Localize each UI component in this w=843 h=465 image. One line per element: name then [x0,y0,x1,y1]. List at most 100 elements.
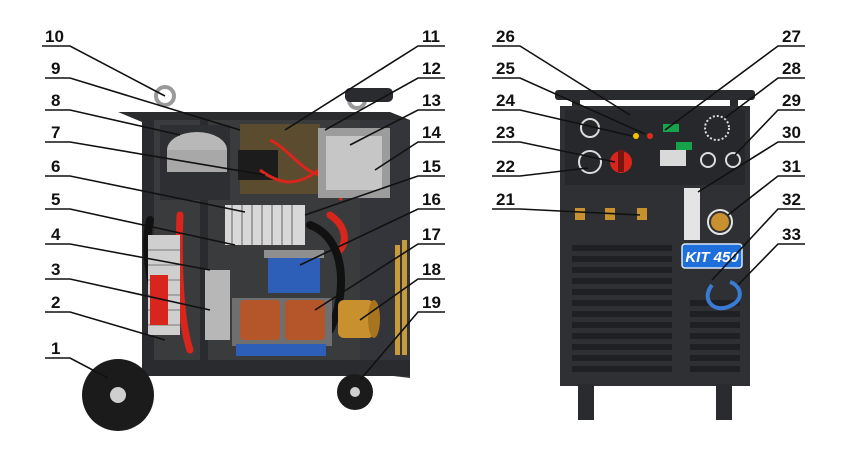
callout-leader-30 [697,141,805,193]
callout-leader-23 [492,141,616,163]
callout-leader-31 [727,175,805,216]
callout-leader-4 [45,243,211,271]
callout-number-2: 2 [51,293,60,312]
callout-number-15: 15 [422,157,441,176]
main-switch-lever [618,150,624,172]
callout-leader-22 [492,167,589,177]
torch-connector-ring [707,209,733,235]
knob-29-right [725,152,741,168]
callout-leader-18 [359,278,445,321]
front-wheel-hub [110,387,126,403]
callout-leader-28 [724,77,805,119]
led-yellow [633,133,639,139]
callout-number-5: 5 [51,190,60,209]
callout-number-23: 23 [496,123,515,142]
cabinet-divider [200,120,208,370]
top-handle-post-right [730,94,738,108]
right-machine-illustration: KIT 450 [555,90,755,420]
callout-number-10: 10 [45,27,64,46]
callout-leader-11 [284,45,445,131]
callout-number-16: 16 [422,190,441,209]
callout-leader-12 [324,77,445,131]
brand-badge-text: KIT 450 [685,249,739,266]
callout-leader-14 [374,141,445,171]
callout-number-24: 24 [496,91,515,110]
callout-number-19: 19 [422,293,441,312]
callout-number-12: 12 [422,59,441,78]
caster-wheel-hub [350,387,360,397]
vent-slots-right [395,240,407,355]
torch-connector [711,213,729,231]
transformer-base [236,344,326,356]
relay-block [238,150,278,180]
choke-core [264,250,324,258]
callout-leader-17 [314,243,445,311]
callout-leader-24 [492,109,633,137]
vent-grille-right [690,300,740,372]
callout-leader-1 [45,357,109,379]
callout-leader-8 [45,109,181,136]
callout-number-31: 31 [782,157,801,176]
lifting-eye-left [154,85,176,107]
callout-number-9: 9 [51,59,60,78]
callout-leader-27 [664,45,805,131]
callout-number-25: 25 [496,59,515,78]
callout-number-18: 18 [422,260,441,279]
display-upper [663,124,679,132]
callout-number-1: 1 [51,339,60,358]
handle-bar [345,88,393,102]
cabinet-floor [142,360,410,376]
callout-number-33: 33 [782,225,801,244]
callout-number-27: 27 [782,27,801,46]
callout-number-22: 22 [496,157,515,176]
red-contactor [150,275,168,325]
callout-leader-7 [45,141,266,176]
capacitor [338,300,374,338]
callout-number-3: 3 [51,260,60,279]
callout-leader-26 [492,45,631,116]
info-label [660,150,686,166]
voltage-knob [578,150,602,174]
callout-leader-21 [492,208,641,216]
callout-leader-13 [349,109,445,146]
power-cables-red [175,211,348,354]
brand-badge [681,243,743,269]
pcb-shield-inner [326,136,382,190]
callout-number-14: 14 [422,123,441,142]
callouts: 1 2 3 4 5 6 7 8 9 10 11 12 13 [42,27,805,381]
callout-number-30: 30 [782,123,801,142]
led-red [647,133,653,139]
callout-leader-33 [737,243,805,286]
choke-coil [268,255,320,293]
pictogram-strip [684,188,700,240]
transformer-winding-right [285,300,325,340]
capacitor-cap [368,300,380,338]
top-handle [555,90,755,100]
callout-number-28: 28 [782,59,801,78]
callout-leader-16 [299,208,445,266]
callout-leader-32 [711,208,805,281]
left-machine-illustration [82,85,410,431]
callout-leader-3 [45,278,211,311]
rectifier-fins [231,205,293,245]
vent-grille-left [572,245,672,372]
heatsink-module [205,270,230,340]
fan-cylinder-body [167,150,227,172]
callout-leader-25 [492,77,646,135]
callout-number-29: 29 [782,91,801,110]
callout-leader-2 [45,311,166,341]
callout-leader-9 [45,77,241,131]
callout-number-4: 4 [51,225,61,244]
callout-number-8: 8 [51,91,60,110]
callout-leader-19 [359,311,445,381]
callout-number-13: 13 [422,91,441,110]
callout-number-6: 6 [51,157,60,176]
knob-29-left [700,152,716,168]
callout-number-17: 17 [422,225,441,244]
leg-right [716,384,732,420]
callout-number-32: 32 [782,190,801,209]
leg-left [578,384,594,420]
callout-leader-6 [45,175,246,213]
top-handle-post-left [572,94,580,108]
